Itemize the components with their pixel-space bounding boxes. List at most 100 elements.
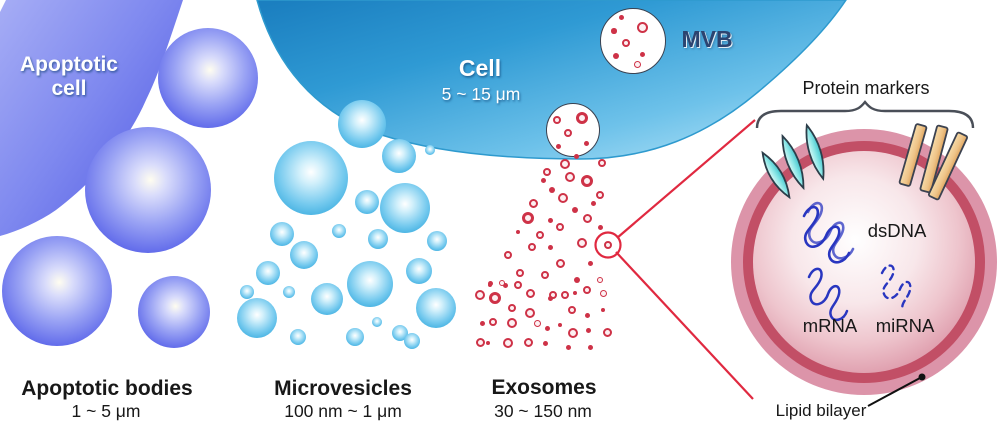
exosome-dot [565,344,571,350]
microvesicle-sphere [427,231,447,251]
microvesicle-sphere [332,224,346,238]
exosome-dot [585,327,591,333]
exosome-dot [516,269,524,277]
mvb-circle [600,8,666,74]
exosome-dot [547,295,553,301]
exosome-dot [560,159,570,169]
exosome-dot [568,306,576,314]
exosome-dot [525,308,535,318]
exosome-dot [525,288,535,298]
exosome-dot [583,286,591,294]
exosome-dot [573,153,579,159]
microvesicle-sphere [368,229,388,249]
budding-vesicle-circle [546,103,600,157]
exosome-dot [577,238,587,248]
exosome-dot [604,241,612,249]
microvesicle-sphere [406,258,432,284]
exosome-dot [558,193,568,203]
exosome-dot [504,251,512,259]
exosome-dot [547,244,553,250]
exosome-dot [486,341,490,345]
exosome-dot [590,200,596,206]
exosome-dot [573,291,577,295]
exosome-dot [475,337,485,347]
mvb-interior-exosome-dot [613,53,619,59]
exosome-dot [584,312,590,318]
exosome-dot [528,243,536,251]
exosome-dot [599,289,607,297]
exosome-dot [536,231,544,239]
exosome-dot [516,230,520,234]
exosome-dot [568,328,578,338]
exosome-dot [555,258,565,268]
exosome-dot [523,337,533,347]
mvb-interior-exosome-dot [636,21,648,33]
exosome-dot [587,260,593,266]
exosome-dot [514,281,522,289]
microvesicle-sphere [240,285,254,299]
exosome-dot [587,344,593,350]
microvesicle-sphere [283,286,295,298]
exosome-dot [597,224,603,230]
exosome-dot [489,318,497,326]
microvesicle-sphere [346,328,364,346]
microvesicle-sphere [347,261,393,307]
exosome-dot [572,207,578,213]
exosome-dot [549,187,555,193]
microvesicle-sphere [290,241,318,269]
exosome-dot [582,213,592,223]
exosome-dot [602,327,612,337]
exosome-dot [522,212,534,224]
exosome-dot [528,198,538,208]
exosome-dot [475,290,485,300]
microvesicle-sphere [425,145,435,155]
exosome-dot [544,325,550,331]
apoptotic-body-sphere [2,236,112,346]
exosome-dot [499,280,505,286]
microvesicle-sphere [256,261,280,285]
apoptotic-body-sphere [85,127,211,253]
exosome-dot [581,175,593,187]
microvesicle-sphere [274,141,348,215]
mvb-interior-exosome-dot [618,14,624,20]
microvesicle-sphere [311,283,343,315]
exosome-dot [556,223,564,231]
microvesicle-sphere [338,100,386,148]
exosome-dot [508,304,516,312]
exosome-dot [558,323,562,327]
mvb-interior-exosome-dot [639,51,645,57]
exosome-dot [502,282,508,288]
mvb-interior-exosome-dot [611,28,617,34]
exosome-dot [547,217,553,223]
exosome-dot [540,177,546,183]
exosome-dot [541,271,549,279]
exosome-dot [503,338,513,348]
microvesicle-sphere [372,317,382,327]
exosome-dot [553,116,561,124]
microvesicle-sphere [416,288,456,328]
exosome-dot [596,191,604,199]
exosome-dot [555,143,561,149]
mvb-interior-exosome-dot [633,60,641,68]
exosome-dot [574,277,580,283]
apoptotic-body-sphere [138,276,210,348]
exosome-dot [565,172,575,182]
microvesicle-sphere [355,190,379,214]
exosome-dot [479,320,485,326]
microvesicle-sphere [404,333,420,349]
exosome-dot [487,280,493,286]
exosome-dot [583,140,589,146]
microvesicle-sphere [237,298,277,338]
exosome-dot [561,291,569,299]
microvesicle-sphere [382,139,416,173]
microvesicle-sphere [270,222,294,246]
microvesicle-sphere [380,183,430,233]
exosome-dot [601,308,605,312]
exosome-dot [597,277,603,283]
apoptotic-cell-shape [0,0,183,236]
microvesicle-sphere [290,329,306,345]
exosome-dot [542,340,548,346]
